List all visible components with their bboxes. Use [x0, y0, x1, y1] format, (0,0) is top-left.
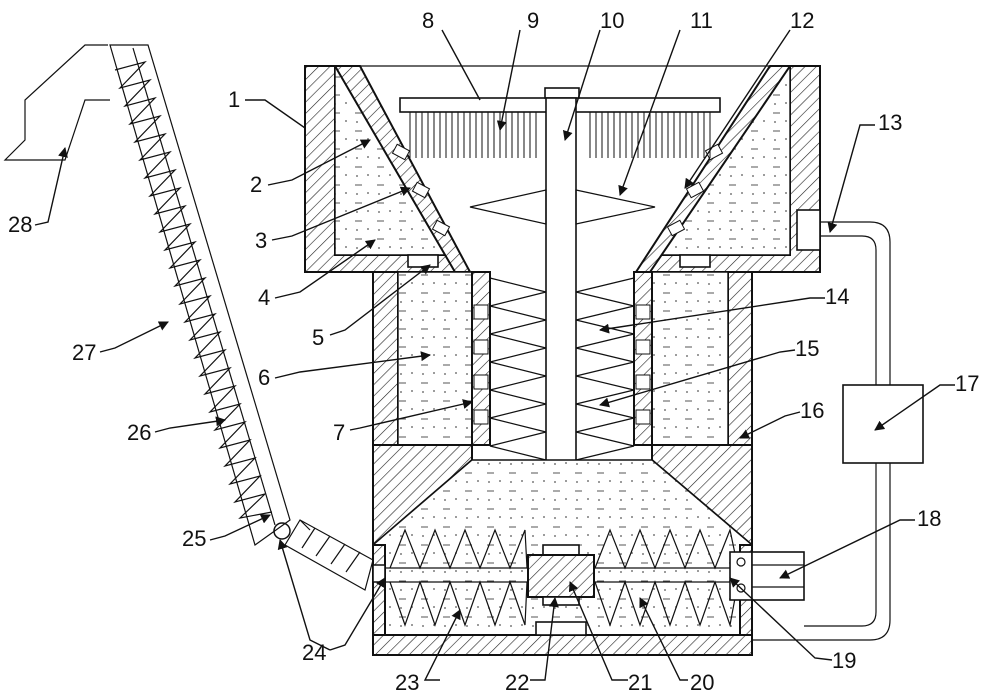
label-13: 13 [878, 110, 902, 135]
motor [729, 551, 805, 601]
gearbox [527, 544, 595, 606]
label-27: 27 [72, 340, 96, 365]
part-labels: 1 2 3 4 5 6 7 8 9 10 11 12 13 14 15 16 1… [8, 8, 979, 695]
label-21: 21 [628, 670, 652, 695]
label-9: 9 [527, 8, 539, 33]
label-17: 17 [955, 371, 979, 396]
label-3: 3 [255, 228, 267, 253]
label-19: 19 [832, 648, 856, 673]
label-14: 14 [825, 284, 849, 309]
label-24: 24 [302, 640, 326, 665]
label-16: 16 [800, 398, 824, 423]
label-22: 22 [505, 670, 529, 695]
label-8: 8 [422, 8, 434, 33]
label-26: 26 [127, 420, 151, 445]
upper-blade [469, 189, 656, 225]
label-6: 6 [258, 365, 270, 390]
label-25: 25 [182, 526, 206, 551]
label-23: 23 [395, 670, 419, 695]
label-20: 20 [690, 670, 714, 695]
label-28: 28 [8, 212, 32, 237]
label-5: 5 [312, 325, 324, 350]
leader-lines [34, 29, 955, 681]
label-15: 15 [795, 336, 819, 361]
label-10: 10 [600, 8, 624, 33]
label-7: 7 [333, 420, 345, 445]
label-18: 18 [917, 506, 941, 531]
label-4: 4 [258, 285, 270, 310]
label-12: 12 [790, 8, 814, 33]
label-11: 11 [690, 8, 713, 33]
label-1: 1 [228, 87, 240, 112]
label-2: 2 [250, 172, 262, 197]
